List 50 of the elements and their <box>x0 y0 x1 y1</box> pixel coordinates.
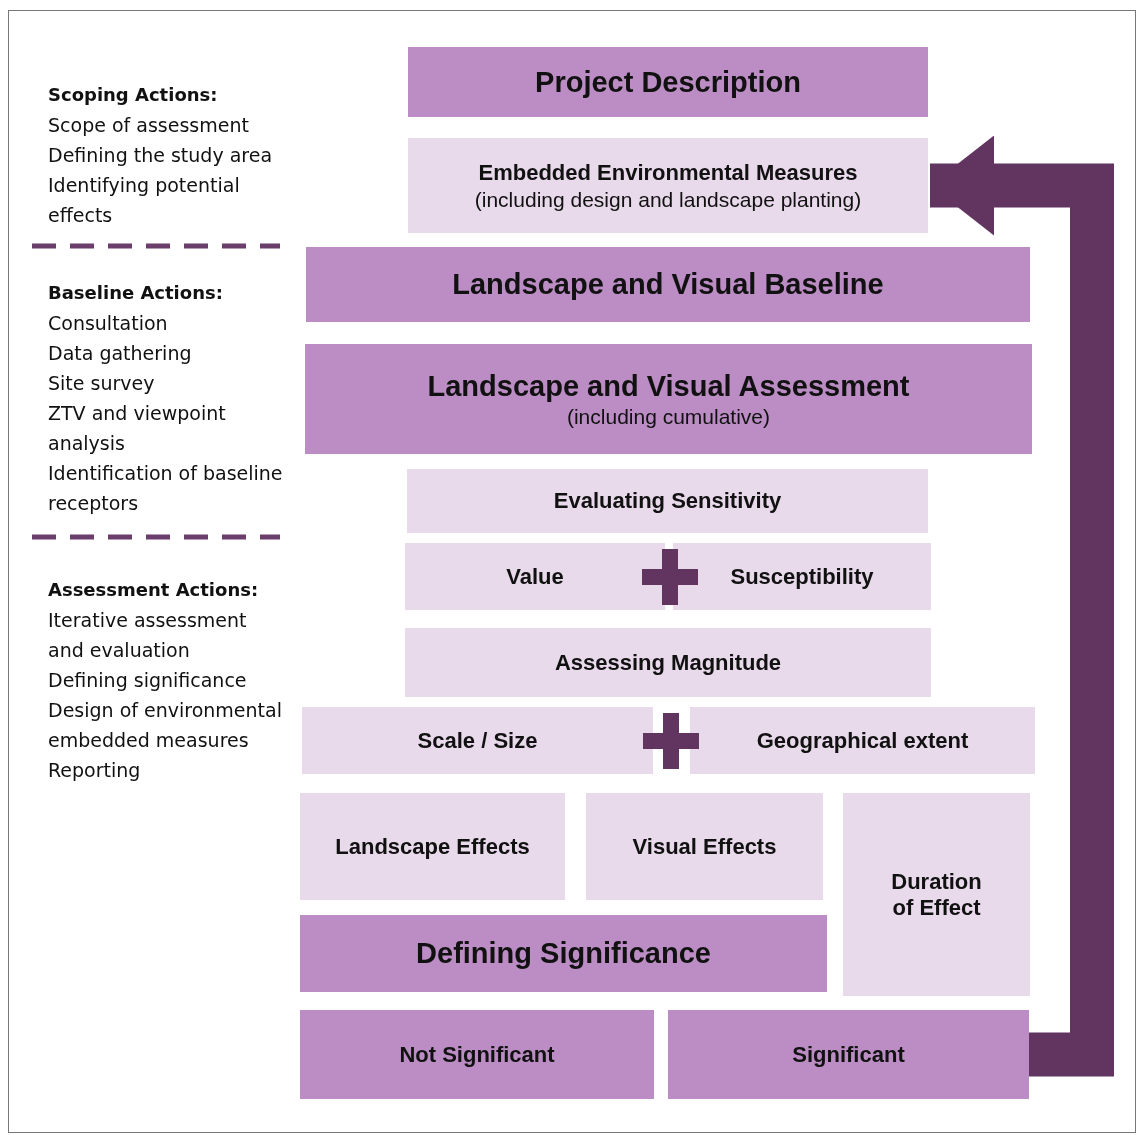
outcome-box <box>300 1010 654 1099</box>
step-box <box>586 793 823 900</box>
title-box <box>408 47 928 117</box>
box-heading: Landscape and Visual Baseline <box>452 268 884 301</box>
step-box <box>843 793 1030 996</box>
action-item: Defining significance <box>48 668 248 693</box>
action-item: Identifying potential effects <box>48 173 241 228</box>
action-item: Design of environmental embedded measures <box>48 698 283 753</box>
box-heading: Landscape Effects <box>335 833 530 860</box>
box-heading: Not Significant <box>399 1041 555 1068</box>
section-heading: Baseline Actions: <box>48 281 224 305</box>
box-heading: Landscape and Visual Assessment <box>427 369 910 403</box>
loop-arrow <box>930 135 1114 1077</box>
step-box <box>405 543 665 610</box>
step-box <box>690 707 1035 774</box>
section-heading: Scoping Actions: <box>48 83 219 107</box>
box-heading: Value <box>506 563 564 590</box>
step-box <box>405 628 931 697</box>
step-box <box>302 707 653 774</box>
box-heading: Visual Effects <box>632 833 777 860</box>
box-heading: Significant <box>792 1041 905 1068</box>
action-item: Defining the study area <box>48 143 274 168</box>
outcome-box <box>668 1010 1029 1099</box>
action-item: Consultation <box>48 311 169 336</box>
stage-box <box>306 247 1030 322</box>
action-item: Scope of assessment <box>48 113 250 138</box>
step-box <box>408 138 928 233</box>
stage-box <box>305 344 1032 454</box>
box-subtext: (including design and landscape planting) <box>474 187 862 212</box>
box-heading: Susceptibility <box>730 563 874 590</box>
step-box <box>407 469 928 533</box>
box-subtext: (including cumulative) <box>566 404 771 429</box>
box-heading: Embedded Environmental Measures <box>478 159 858 186</box>
action-item: Data gathering <box>48 341 193 366</box>
action-item: Identification of baseline receptors <box>48 461 284 516</box>
action-item: Site survey <box>48 371 156 396</box>
box-heading: Geographical extent <box>756 727 969 754</box>
box-heading: Scale / Size <box>417 727 538 754</box>
box-heading: Duration of Effect <box>890 868 983 921</box>
action-item: Iterative assessment and evaluation <box>48 608 248 663</box>
step-box <box>300 793 565 900</box>
step-box <box>673 543 931 610</box>
action-item: Reporting <box>48 758 142 783</box>
box-heading: Project Description <box>535 65 801 99</box>
box-heading: Defining Significance <box>416 937 711 970</box>
stage-box <box>300 915 827 992</box>
action-item: ZTV and viewpoint analysis <box>48 401 227 456</box>
box-heading: Evaluating Sensitivity <box>553 488 782 514</box>
box-heading: Assessing Magnitude <box>554 649 782 676</box>
section-heading: Assessment Actions: <box>48 578 260 602</box>
